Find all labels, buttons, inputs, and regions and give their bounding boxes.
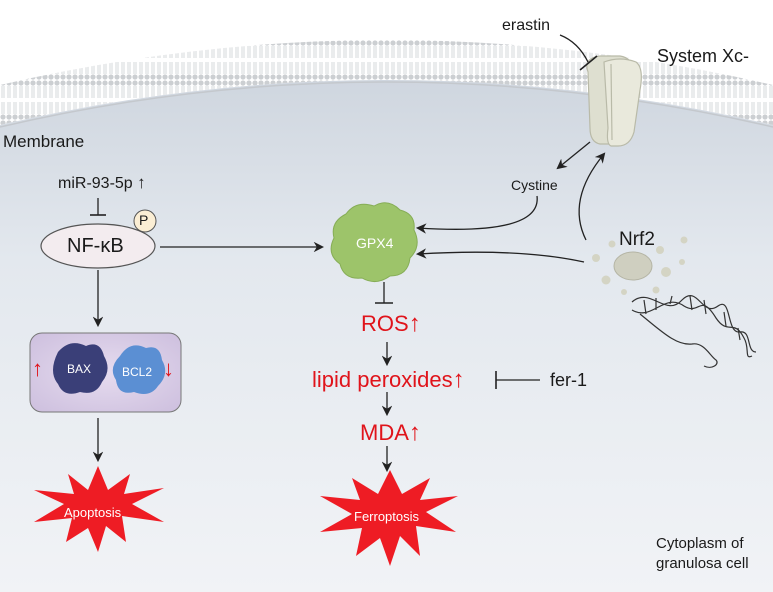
dna-helix: [631, 295, 757, 368]
arrow-cystine-gpx4: [415, 195, 538, 234]
cystine-label: Cystine: [511, 177, 558, 193]
bax-up-arrow: ↑: [32, 356, 43, 381]
nrf2-cluster: [592, 236, 688, 295]
mir-label: miR-93-5p ↑: [58, 173, 146, 193]
ros-up-arrow: ↑: [408, 310, 421, 337]
membrane-label: Membrane: [3, 132, 85, 151]
erastin-label: erastin: [502, 17, 551, 34]
mir-text: miR-93-5p: [58, 175, 133, 192]
bcl2-blob: [112, 345, 166, 394]
arrow-nrf2-gpx4: [415, 248, 585, 263]
fer1-label: fer-1: [550, 370, 588, 390]
bax-label: BAX: [67, 362, 92, 376]
nfkb-oval: [40, 223, 156, 269]
lipid-label: lipid peroxides↑: [312, 366, 465, 394]
bax-blob: [53, 343, 108, 394]
lipid-text: lipid peroxides: [312, 367, 453, 392]
apoptosis-burst: [34, 466, 164, 552]
system-xc-label: System Xc-: [657, 46, 750, 66]
bcl2-down-arrow: ↓: [163, 356, 174, 381]
nfkb-label: NF-κB: [67, 235, 124, 257]
gpx4-label: GPX4: [356, 235, 394, 251]
system-xc-transporter: [586, 55, 642, 147]
mda-up-arrow: ↑: [408, 419, 421, 446]
mda-label: MDA↑: [360, 419, 421, 447]
membrane-edge: [0, 81, 773, 128]
arrow-nrf2-transporter: [578, 152, 606, 241]
lipid-up-arrow: ↑: [452, 366, 465, 393]
bcl2-label: BCL2: [122, 365, 153, 379]
ros-label: ROS↑: [361, 310, 421, 338]
apoptosis-label: Apoptosis: [64, 505, 122, 520]
cytoplasm-label-line2: granulosa cell: [656, 555, 749, 572]
mda-text: MDA: [360, 420, 409, 445]
mir-up-arrow: ↑: [137, 173, 146, 192]
cell-membrane: [0, 40, 773, 125]
erastin-inhibit-line: [559, 34, 589, 63]
erastin-inhibit-bar: [579, 55, 598, 71]
nrf2-label: Nrf2: [619, 229, 655, 250]
ferroptosis-burst: [320, 470, 458, 566]
gpx4-blob: [330, 202, 418, 282]
cytoplasm-label-line1: Cytoplasm of: [656, 535, 744, 552]
ros-text: ROS: [361, 311, 409, 336]
arrow-transporter-cystine: [556, 141, 591, 170]
phospho-circle: [133, 209, 157, 233]
phospho-label: P: [139, 212, 149, 228]
ferroptosis-label: Ferroptosis: [354, 509, 420, 524]
